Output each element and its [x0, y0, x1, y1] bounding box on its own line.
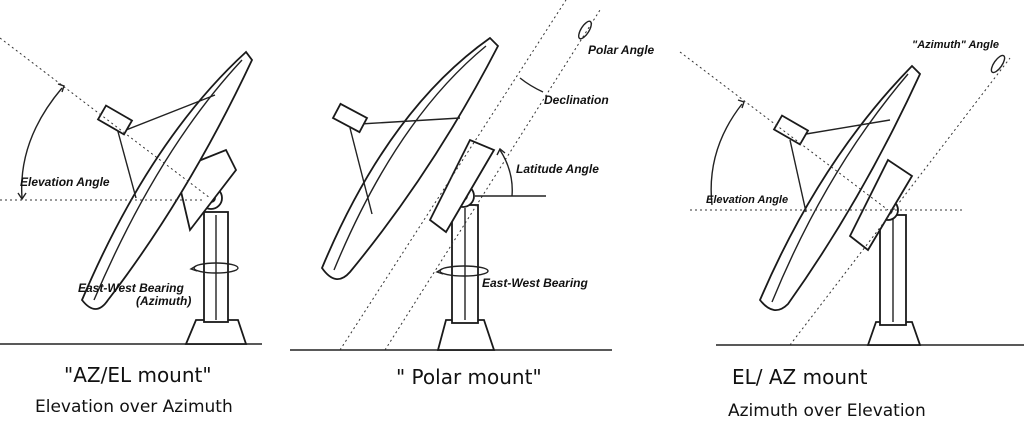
mount-base	[866, 321, 922, 346]
declination-line	[384, 9, 601, 351]
azimuth-label: (Azimuth)	[136, 294, 191, 308]
declination-label: Declination	[544, 93, 609, 107]
dish-bracket	[428, 138, 496, 234]
elevation-angle-label: Elevation Angle	[706, 194, 788, 206]
mount-base	[436, 319, 496, 351]
dish-bracket	[848, 158, 914, 252]
azimuth-axis-line	[789, 57, 1011, 346]
polar-angle-label: Polar Angle	[588, 43, 655, 57]
east-west-bearing-label: East-West Bearing	[482, 276, 588, 290]
pointing-line	[679, 51, 889, 211]
panel-subtitle-az-el: Elevation over Azimuth	[35, 397, 233, 417]
panel-az-el: Elevation Angle East-West Bearing (Azimu…	[0, 37, 262, 417]
dish-reflector	[320, 36, 500, 280]
dish-reflector	[758, 64, 922, 311]
panel-title-el-az: EL/ AZ mount	[732, 365, 868, 389]
latitude-angle-label: Latitude Angle	[516, 162, 599, 176]
east-west-bearing-label: East-West Bearing	[78, 281, 184, 295]
pointing-line	[0, 37, 211, 199]
panel-el-az: "Azimuth" Angle Elevation Angle EL/ AZ m…	[679, 39, 1024, 421]
feed-horn	[331, 102, 369, 134]
elevation-angle-label: Elevation Angle	[20, 175, 110, 189]
elevation-arc	[710, 103, 743, 206]
mount-base	[184, 319, 248, 345]
panel-polar: Polar Angle Declination Latitude Angle E…	[290, 0, 655, 389]
elevation-arc	[20, 87, 63, 199]
azimuth-angle-label: "Azimuth" Angle	[912, 39, 999, 51]
declination-arc	[519, 77, 544, 93]
panel-title-polar: " Polar mount"	[396, 365, 542, 389]
panel-title-az-el: "AZ/EL mount"	[64, 363, 212, 387]
dish-reflector	[80, 50, 254, 310]
feed-horn	[772, 114, 810, 146]
azimuth-rotation-arrow	[990, 54, 1006, 74]
latitude-arc	[499, 149, 513, 197]
panel-subtitle-el-az: Azimuth over Elevation	[728, 401, 926, 421]
polar-rotation-arrow	[578, 20, 592, 40]
feed-horn	[96, 104, 134, 136]
